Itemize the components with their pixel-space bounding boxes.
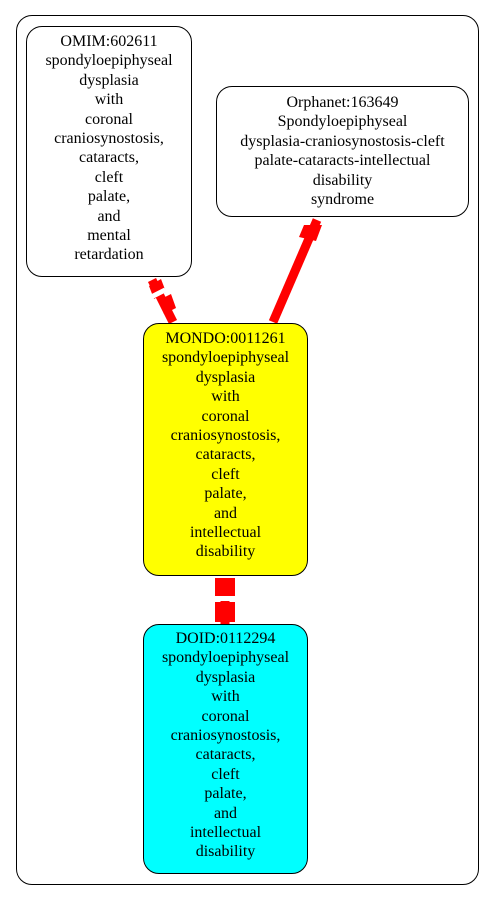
node-label-line: palate,	[204, 785, 247, 803]
graph-cluster	[16, 15, 479, 885]
node-label-line: mental	[87, 227, 131, 245]
edge-mondo-doid-head-marker	[215, 602, 235, 622]
node-label-line: disability	[195, 543, 256, 561]
node-label-line: spondyloepiphyseal	[161, 649, 290, 667]
node-label-line: craniosynostosis,	[170, 427, 281, 445]
node-label-line: cleft	[94, 168, 124, 186]
node-label-line: and	[213, 504, 238, 522]
node-label-line: disability	[195, 843, 256, 861]
node-label-line: cleft	[211, 465, 240, 483]
node-label-line: dysplasia	[195, 368, 256, 386]
node-label-line: intellectual	[189, 524, 262, 542]
node-label-line: spondyloepiphyseal	[161, 349, 290, 367]
node-label-line: cataracts,	[195, 746, 256, 764]
edge-mondo-doid-gap	[215, 596, 235, 601]
edge-orphanet-mondo	[268, 218, 322, 324]
node-label-line: with	[211, 388, 240, 406]
node-id-label: MONDO:0011261	[165, 330, 286, 347]
node-label-line: cleft	[211, 765, 240, 783]
node-label-line: intellectual	[189, 824, 262, 842]
node-label-line: dysplasia	[195, 668, 256, 686]
node-label-line: craniosynostosis,	[170, 727, 281, 745]
node-label-line: coronal	[201, 707, 250, 725]
node-label-line: cataracts,	[195, 446, 256, 464]
node-label-line: with	[211, 688, 240, 706]
node-id-label: DOID:0112294	[175, 630, 276, 647]
node-label-line: disability	[312, 171, 373, 189]
edge-orphanet-mondo-tail-marker	[299, 225, 322, 241]
node-label-line: dysplasia	[79, 71, 139, 89]
edge-omim-mondo-gap	[149, 287, 167, 300]
node-label-line: dysplasia-craniosynostosis-cleft	[240, 132, 445, 150]
node-label-line: retardation	[74, 246, 144, 264]
node-id-label: OMIM:602611	[60, 33, 158, 50]
node-label-line: palate-cataracts-intellectual	[254, 152, 431, 170]
node-label-line: and	[213, 804, 238, 822]
node-label-line: Spondyloepiphyseal	[277, 113, 408, 131]
node-label-line: coronal	[201, 407, 250, 425]
edge-omim-mondo-head-marker	[159, 294, 176, 314]
node-id-label: Orphanet:163649	[286, 94, 399, 111]
node-label-line: cataracts,	[79, 149, 139, 167]
node-label-line: with	[94, 91, 124, 109]
node-label-line: palate,	[87, 188, 131, 206]
node-label-line: spondyloepiphyseal	[45, 52, 173, 70]
node-label-line: and	[97, 207, 121, 225]
node-label-line: coronal	[85, 110, 133, 128]
node-label-line: palate,	[204, 485, 247, 503]
edge-mondo-doid-tail-marker	[215, 578, 235, 596]
edge-omim-mondo	[147, 277, 178, 325]
node-label-line: syndrome	[310, 191, 375, 209]
edge-mondo-doid	[215, 578, 235, 624]
node-label-line: craniosynostosis,	[54, 130, 164, 148]
